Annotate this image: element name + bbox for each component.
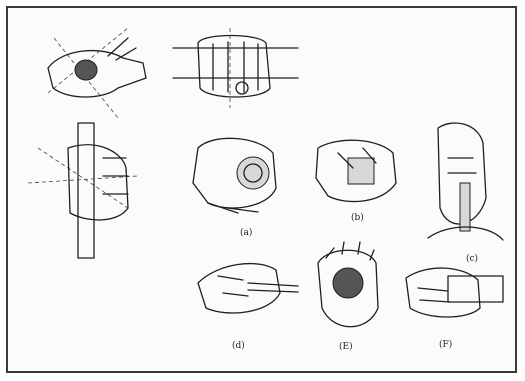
- panel-label-a: (a): [240, 228, 252, 238]
- grip-axes-diagram-top-left: [48, 28, 146, 118]
- fist-on-bar-diagram: [173, 28, 298, 108]
- panel-label-b: (b): [351, 213, 364, 223]
- panel-label-e: (E): [339, 342, 353, 352]
- grip-a-diagram: [193, 138, 276, 213]
- grip-b-diagram: [316, 140, 396, 201]
- grip-c-diagram: [428, 123, 503, 240]
- grip-d-diagram: [198, 264, 298, 313]
- grip-vertical-rod-diagram: [28, 123, 138, 258]
- grip-f-diagram: [406, 268, 503, 317]
- panel-label-c: (c): [466, 254, 478, 264]
- figure-frame: (a) (b) (c) (d) (E) (F): [6, 6, 517, 373]
- grip-e-diagram: [318, 242, 378, 327]
- panel-label-f: (F): [439, 340, 452, 350]
- grip-illustrations: [8, 8, 515, 371]
- panel-label-d: (d): [232, 341, 245, 351]
